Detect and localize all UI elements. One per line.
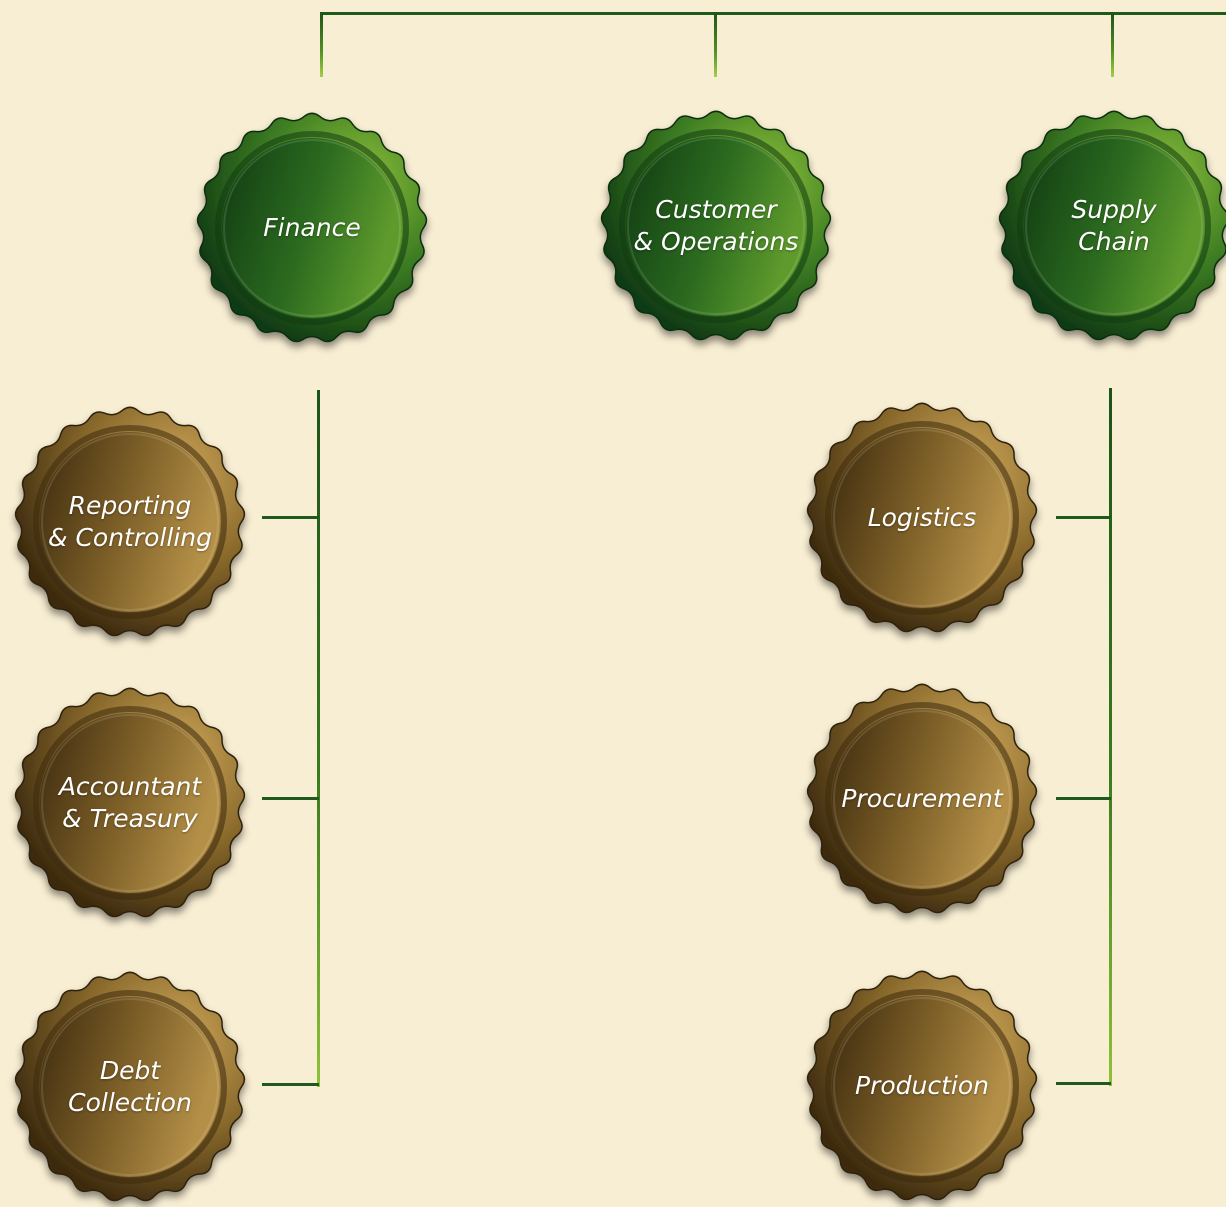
supply-chain-drop-line [1111,12,1114,77]
department-customer-operations[interactable]: Customer & Operations [596,106,836,346]
supply-chain-branch-line [1109,388,1112,1086]
department-finance-graphic [196,112,428,343]
finance-drop-line [320,12,323,77]
department-supply-chain[interactable]: Supply Chain [994,106,1226,346]
department-customer-operations-graphic [600,110,832,341]
unit-production-graphic [806,970,1038,1201]
unit-debt-collection[interactable]: Debt Collection [10,967,250,1207]
top-connector-line [321,12,1226,15]
unit-production[interactable]: Production [802,966,1042,1206]
unit-reporting-controlling[interactable]: Reporting & Controlling [10,402,250,642]
supply-connector-logistics [1056,516,1111,519]
finance-connector-reporting [262,516,319,519]
department-finance[interactable]: Finance [192,108,432,348]
supply-connector-production [1056,1082,1111,1085]
unit-logistics-graphic [806,402,1038,633]
unit-logistics[interactable]: Logistics [802,398,1042,638]
supply-connector-procurement [1056,797,1111,800]
finance-connector-accountant [262,797,319,800]
unit-debt-collection-graphic [14,971,246,1202]
unit-accountant-treasury[interactable]: Accountant & Treasury [10,683,250,923]
finance-connector-debt [262,1083,319,1086]
customer-operations-drop-line [714,12,717,77]
department-supply-chain-graphic [998,110,1226,341]
finance-branch-line [317,390,320,1087]
unit-procurement[interactable]: Procurement [802,679,1042,919]
unit-procurement-graphic [806,683,1038,914]
unit-reporting-controlling-graphic [14,406,246,637]
unit-accountant-treasury-graphic [14,687,246,918]
